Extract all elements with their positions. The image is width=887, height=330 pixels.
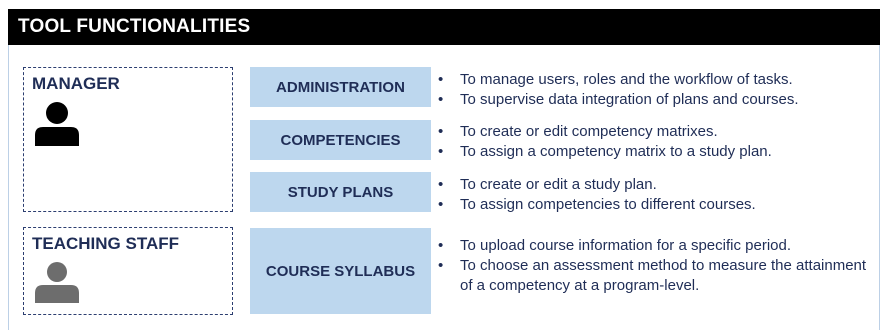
role-box-teaching-staff: TEACHING STAFF <box>23 227 233 315</box>
bullet-list-course-syllabus: To upload course information for a speci… <box>434 236 874 296</box>
list-item: To create or edit competency matrixes. <box>434 122 880 142</box>
list-item: To supervise data integration of plans a… <box>434 90 880 110</box>
bullet-list-competencies: To create or edit competency matrixes. T… <box>434 122 880 162</box>
role-title: TEACHING STAFF <box>32 234 180 253</box>
list-item: To manage users, roles and the workflow … <box>434 70 880 90</box>
function-administration: ADMINISTRATION <box>250 67 431 107</box>
role-box-manager: MANAGER <box>23 67 233 212</box>
list-item: To create or edit a study plan. <box>434 175 880 195</box>
list-item: To assign a competency matrix to a study… <box>434 142 880 162</box>
bullet-list-administration: To manage users, roles and the workflow … <box>434 70 880 110</box>
page-title: TOOL FUNCTIONALITIES <box>8 9 880 45</box>
person-icon <box>35 262 79 303</box>
list-item: To assign competencies to different cour… <box>434 195 880 215</box>
list-item: To upload course information for a speci… <box>434 236 874 256</box>
function-course-syllabus: COURSE SYLLABUS <box>250 228 431 314</box>
person-icon <box>35 102 79 146</box>
bullet-list-study-plans: To create or edit a study plan. To assig… <box>434 175 880 215</box>
function-study-plans: STUDY PLANS <box>250 172 431 212</box>
list-item: To choose an assessment method to measur… <box>434 256 874 296</box>
function-competencies: COMPETENCIES <box>250 120 431 160</box>
role-title: MANAGER <box>32 74 120 93</box>
